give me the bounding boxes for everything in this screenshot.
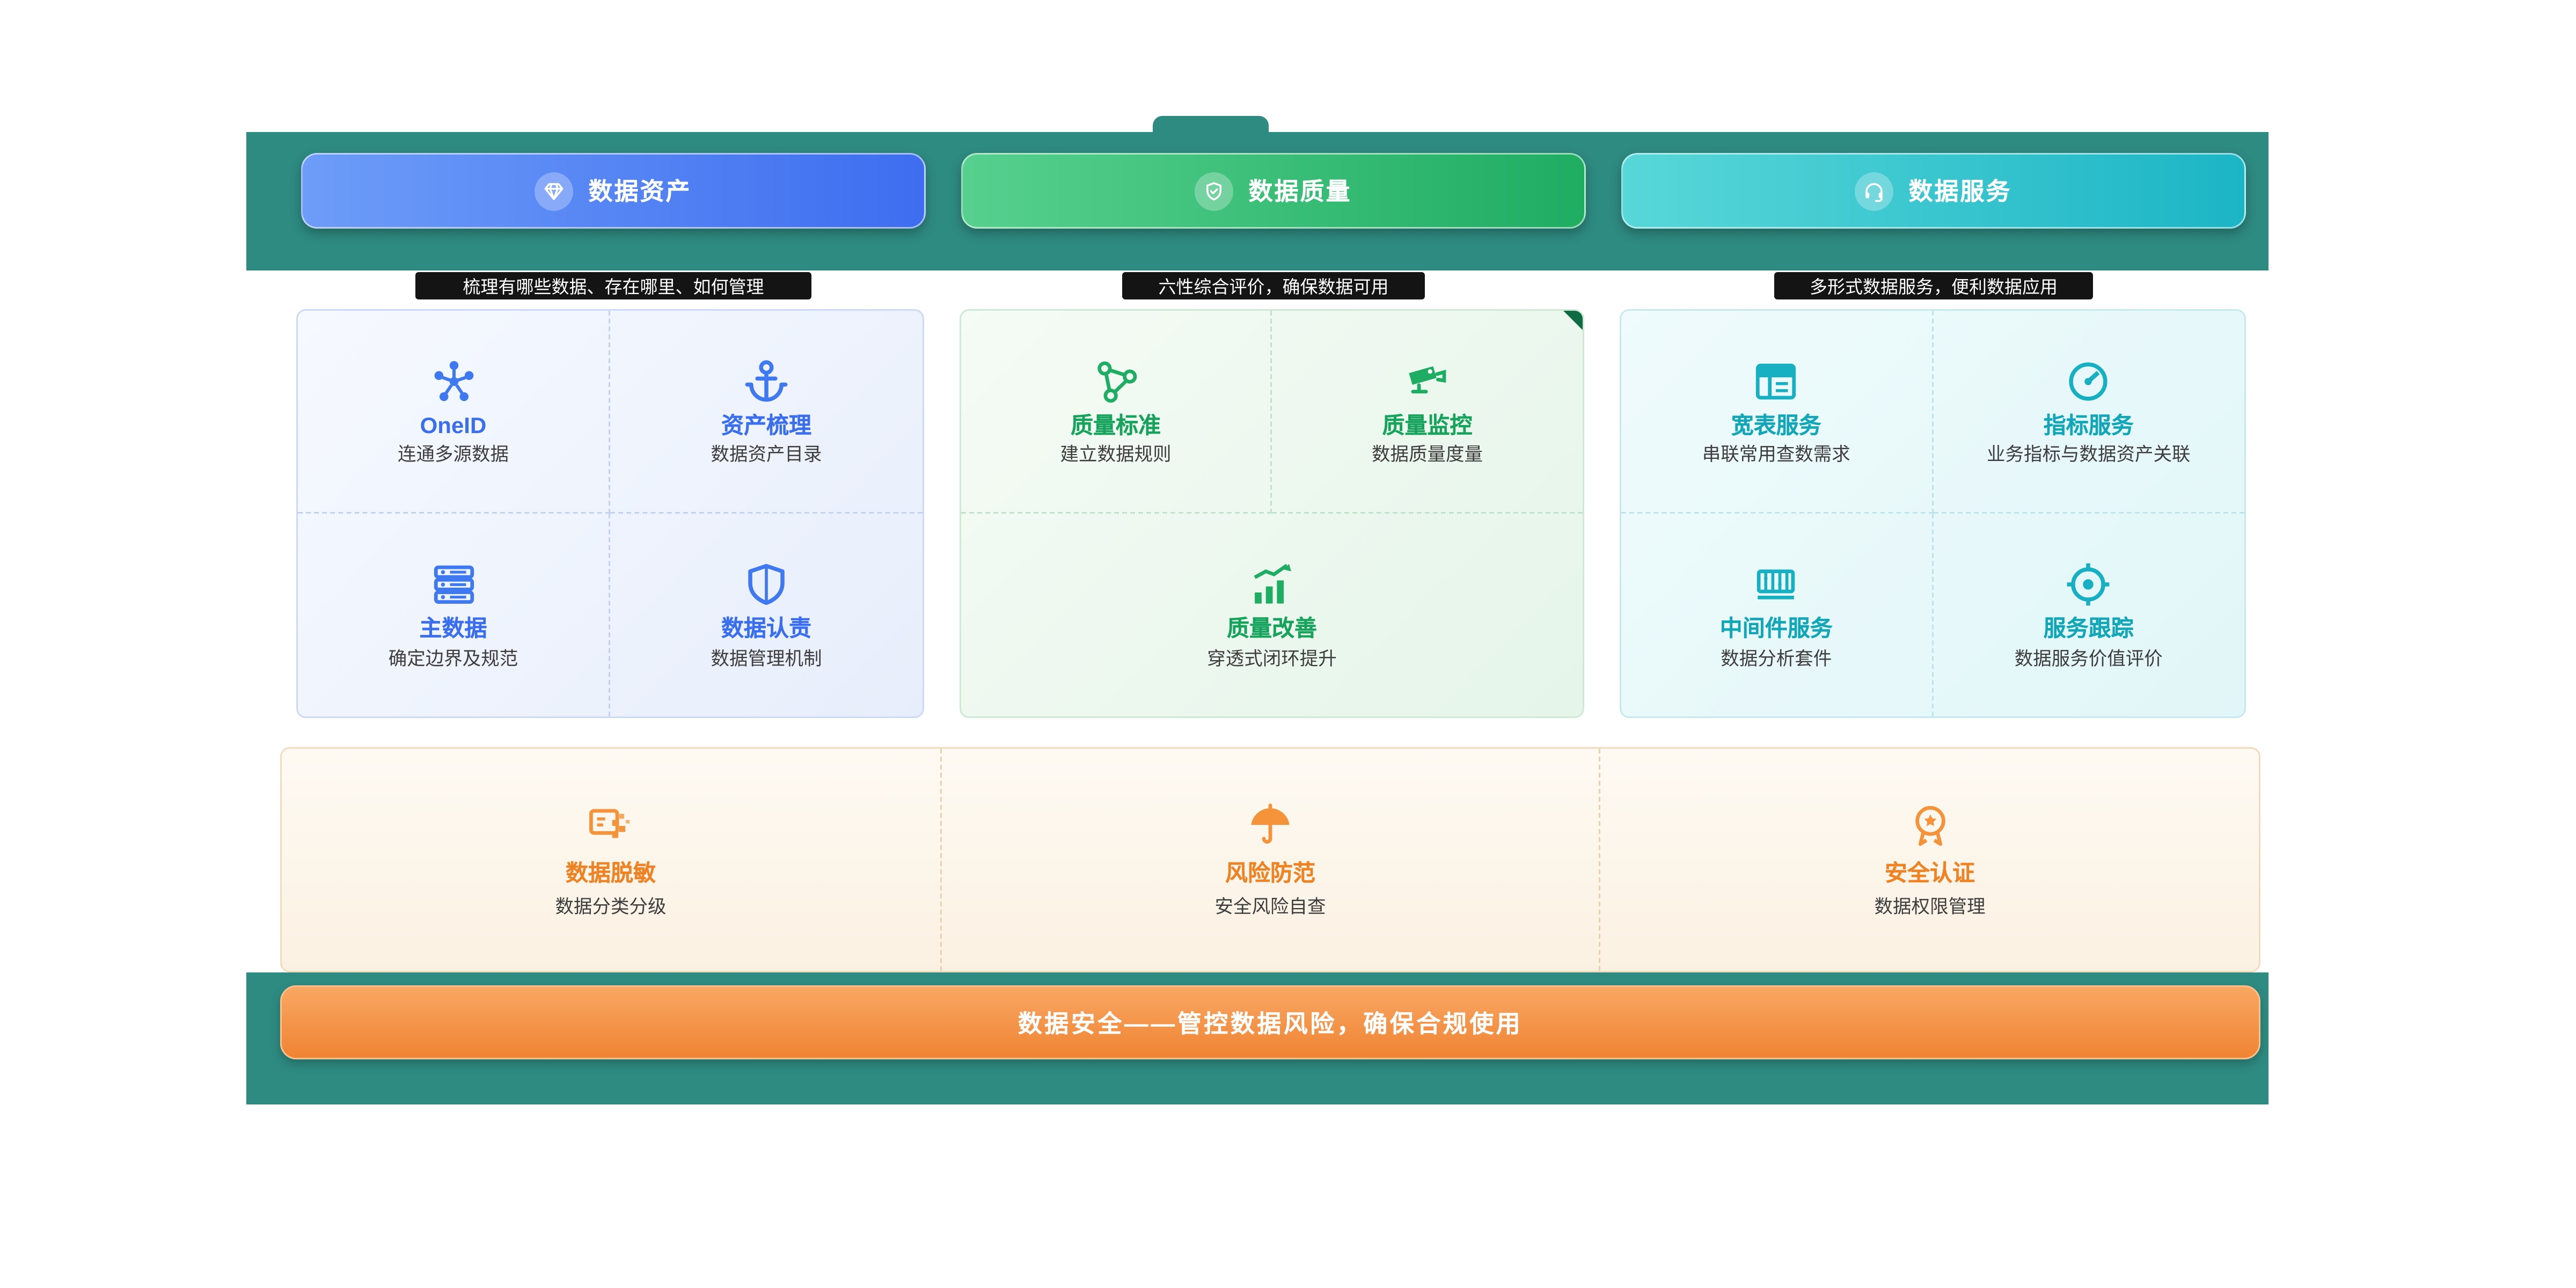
- feature-desc: 数据资产目录: [711, 446, 822, 466]
- subtitle-data-assets: 梳理有哪些数据、存在哪里、如何管理: [415, 272, 811, 299]
- subtitle-data-services: 多形式数据服务，便利数据应用: [1774, 272, 2093, 299]
- anchor-icon: [742, 355, 791, 407]
- card-data-security: 数据脱敏 数据分类分级 风险防范 安全风险自查 安全认证 数据权限管理: [280, 747, 2260, 972]
- pill-label: 数据资产: [588, 179, 692, 206]
- card-data-quality: 质量标准 建立数据规则 质量监控 数据质量度量 质量改善 穿透式闭环提升: [960, 309, 1584, 718]
- feature-label: OneID: [420, 411, 487, 437]
- feature-security-certification: 安全认证 数据权限管理: [1601, 749, 2259, 971]
- server-icon: [429, 559, 478, 610]
- feature-data-masking: 数据脱敏 数据分类分级: [282, 749, 942, 971]
- feature-desc: 确定边界及规范: [388, 649, 518, 669]
- feature-desc: 业务指标与数据资产关联: [1987, 446, 2191, 466]
- chart-up-icon: [1248, 559, 1296, 610]
- feature-wide-table-service: 宽表服务 串联常用查数需求: [1621, 311, 1933, 514]
- feature-label: 中间件服务: [1719, 615, 1833, 641]
- feature-middleware-service: 中间件服务 数据分析套件: [1621, 514, 1933, 716]
- feature-label: 数据认责: [721, 615, 811, 641]
- feature-metric-service: 指标服务 业务指标与数据资产关联: [1933, 311, 2244, 514]
- feature-master-data: 主数据 确定边界及规范: [298, 514, 610, 716]
- feature-desc: 数据分类分级: [555, 898, 667, 918]
- pill-label: 数据质量: [1248, 179, 1352, 206]
- middleware-icon: [1752, 559, 1801, 610]
- feature-desc: 数据管理机制: [711, 649, 822, 669]
- headset-icon: [1855, 171, 1894, 210]
- cctv-icon: [1403, 355, 1452, 407]
- feature-asset-sorting: 资产梳理 数据资产目录: [610, 311, 923, 514]
- feature-desc: 穿透式闭环提升: [1207, 649, 1337, 669]
- shield-check-icon: [1195, 171, 1234, 210]
- feature-oneid: OneID 连通多源数据: [298, 311, 610, 514]
- table-icon: [1752, 355, 1801, 407]
- pill-data-assets[interactable]: 数据资产: [301, 153, 926, 229]
- feature-desc: 连通多源数据: [398, 446, 509, 466]
- feature-risk-prevention: 风险防范 安全风险自查: [941, 749, 1601, 971]
- feature-service-tracking: 服务跟踪 数据服务价值评价: [1933, 514, 2245, 716]
- feature-label: 宽表服务: [1731, 411, 1821, 437]
- feature-desc: 建立数据规则: [1060, 446, 1172, 466]
- share-nodes-icon: [1092, 355, 1140, 407]
- feature-desc: 数据分析套件: [1721, 649, 1832, 669]
- feature-quality-improvement: 质量改善 穿透式闭环提升: [961, 514, 1583, 716]
- pill-label: 数据服务: [1908, 179, 2012, 206]
- pill-data-services[interactable]: 数据服务: [1621, 153, 2246, 229]
- feature-label: 指标服务: [2043, 411, 2134, 437]
- feature-label: 安全认证: [1885, 860, 1975, 885]
- feature-desc: 安全风险自查: [1214, 898, 1326, 918]
- umbrella-icon: [1246, 800, 1294, 852]
- feature-label: 质量监控: [1382, 411, 1473, 437]
- gauge-icon: [2065, 355, 2113, 407]
- feature-desc: 数据质量度量: [1372, 446, 1483, 466]
- card-data-assets: OneID 连通多源数据 资产梳理 数据资产目录 主数据 确定边界及规范: [296, 309, 924, 718]
- target-icon: [2065, 559, 2113, 610]
- feature-label: 数据脱敏: [565, 860, 656, 885]
- feature-label: 风险防范: [1225, 860, 1315, 885]
- feature-label: 质量改善: [1227, 615, 1317, 641]
- badge-star-icon: [1906, 800, 1954, 852]
- feature-desc: 串联常用查数需求: [1702, 446, 1850, 466]
- feature-data-accountability: 数据认责 数据管理机制: [610, 514, 923, 716]
- feature-desc: 数据权限管理: [1874, 898, 1986, 918]
- feature-label: 资产梳理: [721, 411, 811, 437]
- gem-icon: [535, 171, 574, 210]
- feature-label: 质量标准: [1071, 411, 1161, 437]
- pill-data-quality[interactable]: 数据质量: [961, 153, 1586, 229]
- feature-quality-standard: 质量标准 建立数据规则: [961, 311, 1272, 514]
- network-icon: [429, 355, 478, 407]
- feature-quality-monitoring: 质量监控 数据质量度量: [1272, 311, 1583, 514]
- feature-label: 主数据: [419, 615, 487, 641]
- feature-desc: 数据服务价值评价: [2014, 649, 2163, 669]
- card-data-services: 宽表服务 串联常用查数需求 指标服务 业务指标与数据资产关联 中间件服务 数据分…: [1620, 309, 2246, 718]
- feature-label: 服务跟踪: [2043, 615, 2134, 641]
- shield-icon: [742, 559, 791, 610]
- subtitle-data-quality: 六性综合评价，确保数据可用: [1122, 272, 1425, 299]
- corner-accent: [1563, 311, 1583, 330]
- security-banner: 数据安全——管控数据风险，确保合规使用: [280, 985, 2260, 1059]
- mosaic-mask-icon: [587, 800, 635, 852]
